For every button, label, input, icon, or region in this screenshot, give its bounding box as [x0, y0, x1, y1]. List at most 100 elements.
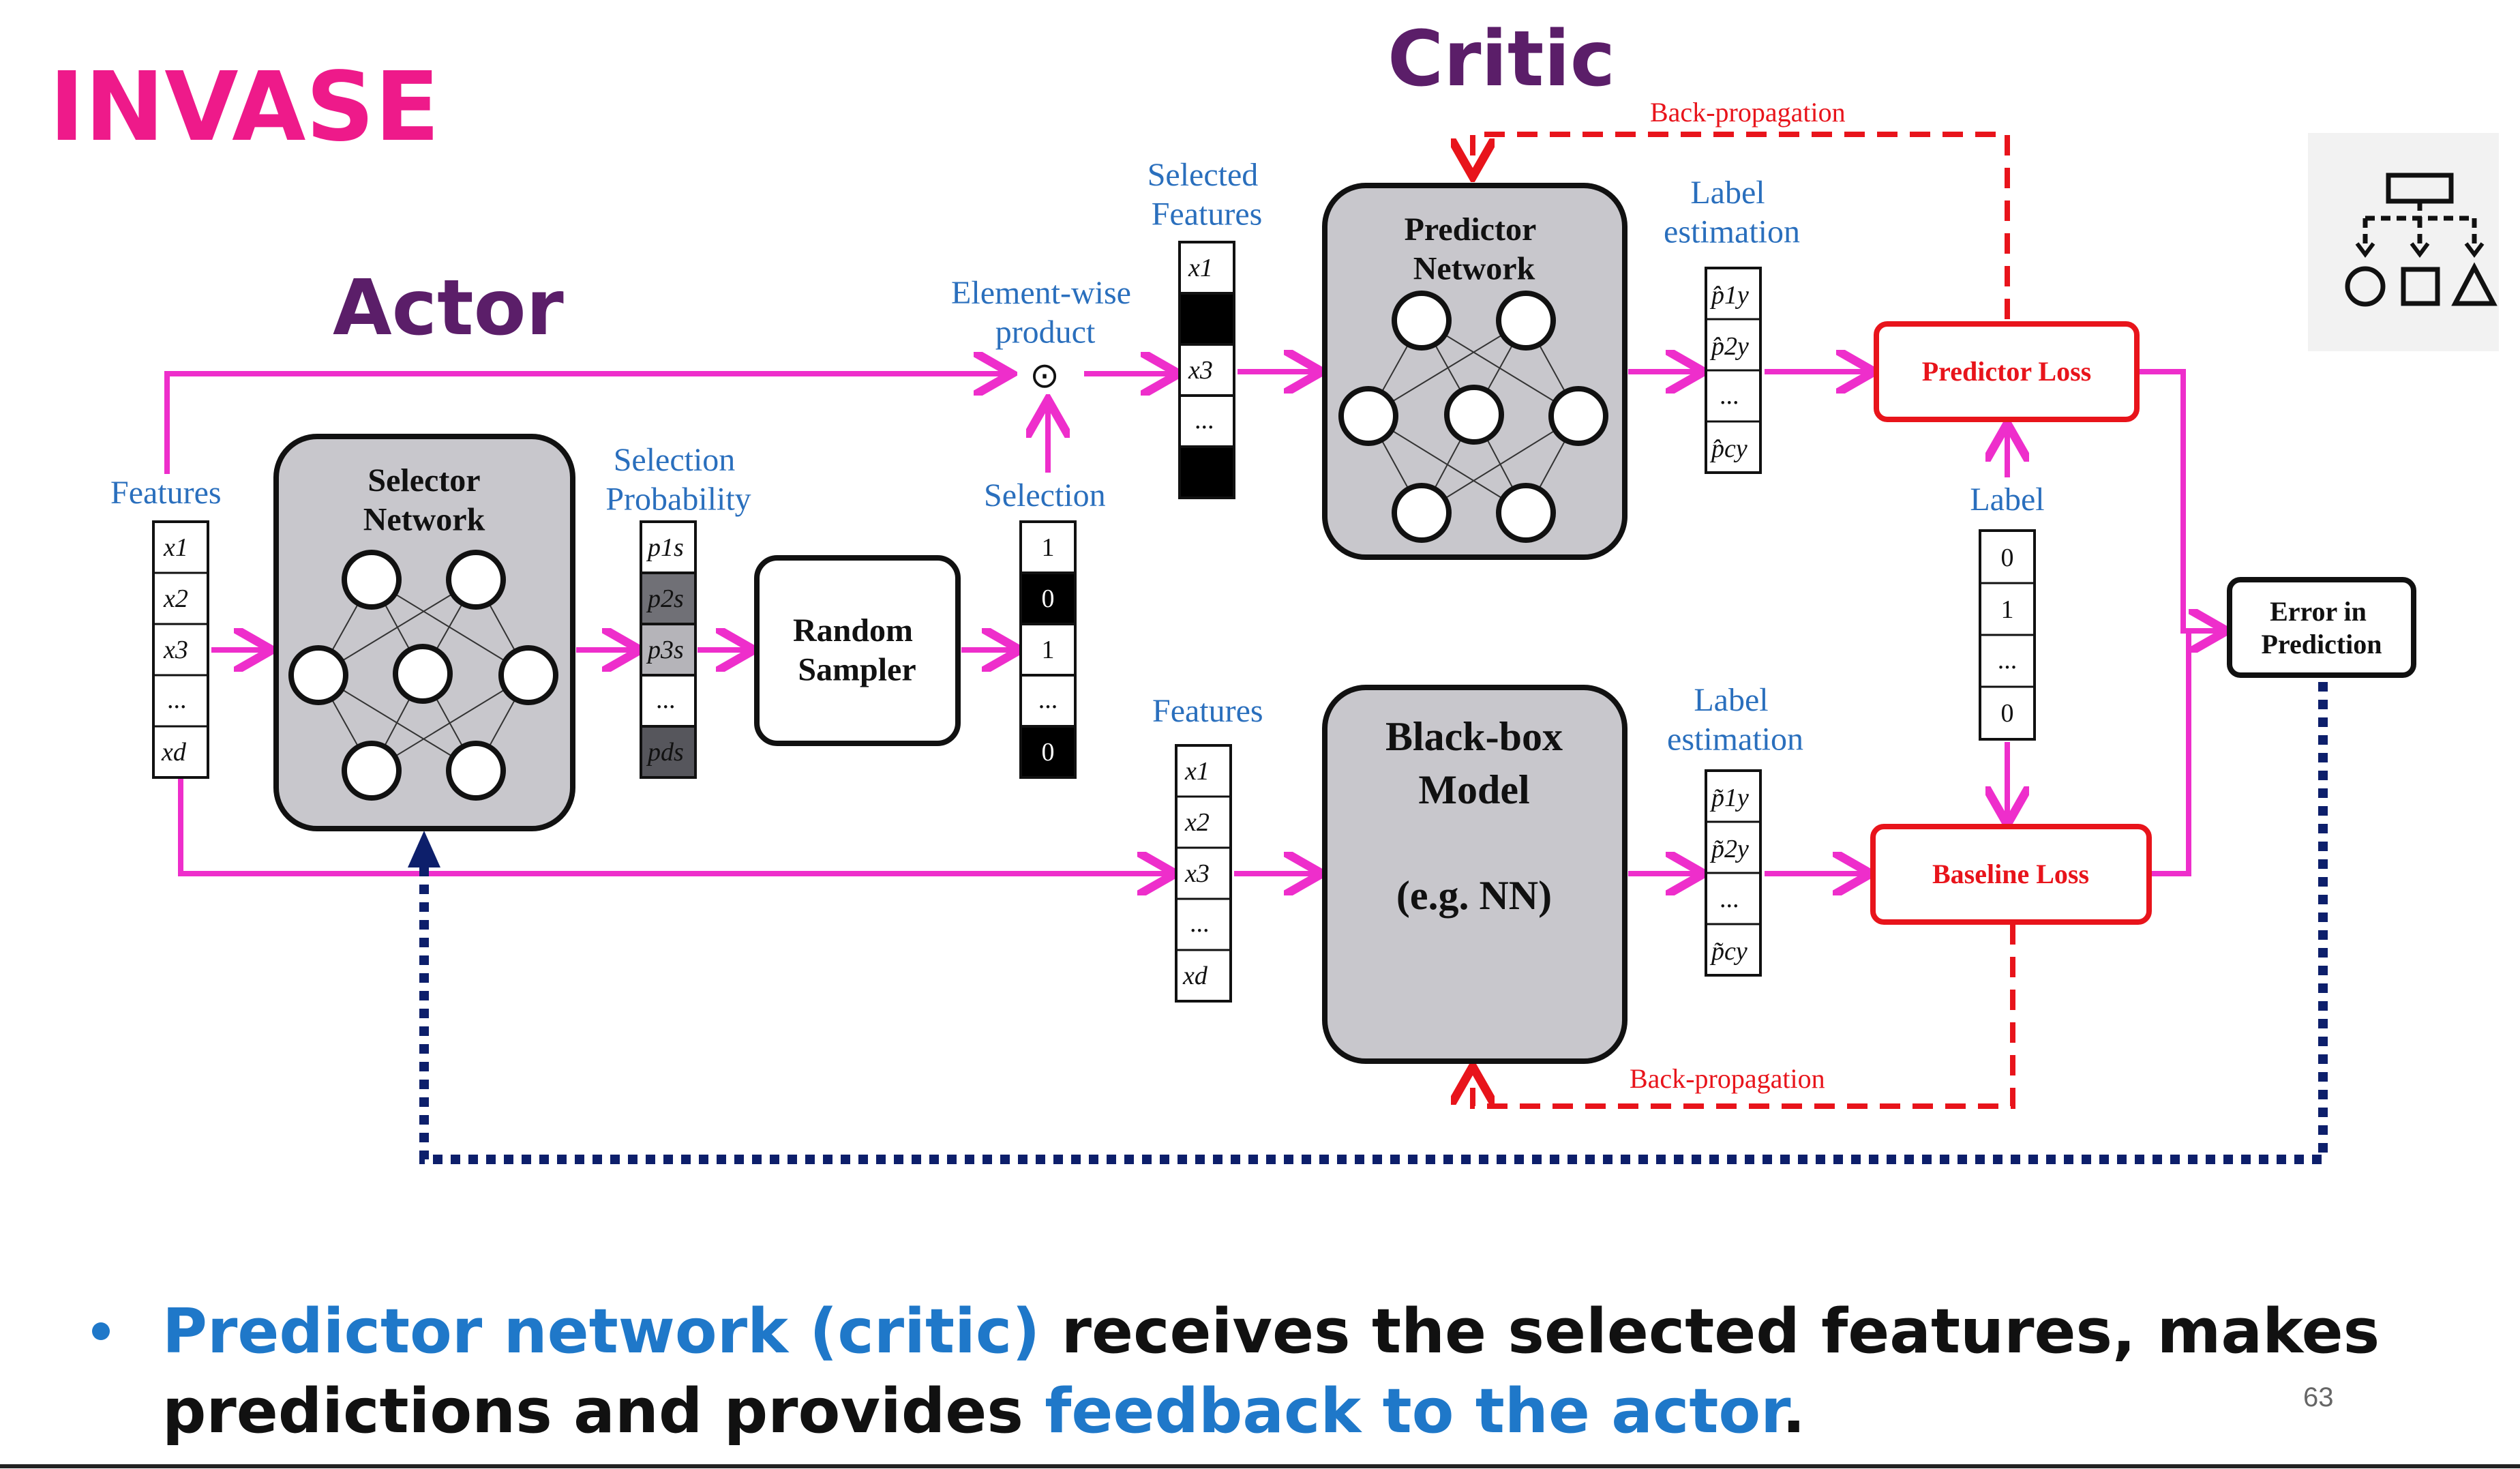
selection-label: Selection	[984, 477, 1106, 514]
selected-features-label: Selected Features	[1148, 157, 1267, 233]
bullet-blue-1: Predictor network (critic)	[162, 1296, 1040, 1367]
bullet-line-1: Predictor network (critic) receives the …	[162, 1296, 2380, 1367]
backprop-bottom-label: Back-propagation	[1630, 1063, 1825, 1094]
features-cell-2: ...	[1190, 909, 1210, 938]
label-label: Label	[1970, 481, 2044, 518]
features-cell: ...	[167, 685, 187, 714]
label-cell: ...	[1998, 646, 2017, 674]
selection-probability-label: Selection Probability	[605, 442, 751, 518]
actor-label: Actor	[333, 264, 564, 353]
label-estimation-text-2-line2: estimation	[1667, 722, 1803, 758]
blackbox-line3: (e.g. NN)	[1396, 873, 1552, 918]
features-vector: x1 x2 x3 ... xd	[152, 520, 209, 779]
label-estimation-label: Label estimation	[1664, 175, 1800, 250]
pred-est-cell: p̂1y	[1709, 281, 1749, 310]
features-cell: x1	[163, 533, 188, 562]
selection-cell: 1	[1042, 533, 1055, 562]
pred-est-cell: p̂2y	[1709, 332, 1749, 361]
feedback-arrow	[419, 682, 2328, 1164]
selection-cell: 1	[1042, 636, 1055, 664]
hierarchy-shapes-icon	[2308, 133, 2499, 351]
label-vector: 0 1 ... 0	[1979, 529, 2036, 741]
base-est-cell: p̃cy	[1709, 937, 1747, 966]
predictor-network: Predictor Network	[1322, 183, 1627, 560]
prob-cell: p2s	[646, 584, 684, 613]
random-sampler-text-line2: Sampler	[798, 652, 916, 688]
magenta-arrows	[164, 372, 2224, 874]
label-estimation-text: Label	[1690, 175, 1765, 211]
backprop-top-label: Back-propagation	[1650, 97, 1846, 128]
bullet-blue-2: feedback to the actor	[1045, 1376, 1791, 1447]
bullet-point: Predictor network (critic) receives the …	[92, 1296, 2380, 1447]
label-estimation-text-line2: estimation	[1664, 214, 1800, 250]
elementwise-symbol: ⊙	[1030, 357, 1060, 396]
predictor-network-text: Predictor	[1405, 211, 1536, 248]
critic-label: Critic	[1388, 15, 1615, 104]
blackbox-model: Black-box Model (e.g. NN)	[1322, 685, 1627, 1064]
elementwise-text: Element-wise	[951, 275, 1131, 311]
selected-cell: x3	[1188, 356, 1213, 385]
features-cell: x2	[163, 584, 188, 613]
feedback-arrowhead	[408, 831, 440, 867]
error-in-prediction-text: Error in	[2270, 596, 2367, 627]
selected-features-vector: x1 x3 ...	[1178, 241, 1235, 499]
error-in-prediction-label: Error in Prediction	[2261, 596, 2382, 659]
prob-cell: ...	[656, 685, 676, 714]
selected-cell: ...	[1195, 406, 1214, 434]
label-cell: 0	[2001, 544, 2014, 572]
selected-features-text: Selected	[1148, 157, 1259, 193]
selection-vector: 1 0 1 ... 0	[1019, 520, 1077, 779]
features-cell: xd	[161, 738, 187, 767]
features-cell: x3	[163, 636, 188, 664]
backprop-arrows	[1473, 132, 2015, 1109]
pred-est-cell: ...	[1720, 381, 1739, 410]
bullet-text-2: predictions and provides	[162, 1376, 1045, 1447]
probability-vector: p1s p2s p3s ... pds	[640, 520, 697, 779]
page-number: 63	[2303, 1382, 2334, 1412]
pred-estimate-vector: p̂1y p̂2y ... p̂cy	[1705, 267, 1762, 474]
bullet-line-2: predictions and provides feedback to the…	[162, 1376, 1805, 1447]
label-cell: 1	[2001, 595, 2014, 624]
prob-cell: p1s	[646, 533, 684, 562]
selection-cell: 0	[1042, 738, 1055, 767]
predictor-loss: Predictor Loss	[1874, 321, 2140, 422]
bullet-text-3: .	[1782, 1376, 1805, 1447]
features-cell-2: xd	[1182, 962, 1208, 990]
prob-cell: p3s	[646, 636, 684, 664]
features-cell-2: x3	[1184, 859, 1210, 888]
features-label-2: Features	[1152, 693, 1263, 729]
features-cell-2: x1	[1184, 757, 1210, 786]
blackbox-line1: Black-box	[1385, 714, 1563, 759]
bullet-dot	[92, 1322, 110, 1340]
elementwise-text-line2: product	[995, 314, 1096, 351]
selector-network-text-line2: Network	[363, 502, 485, 538]
predictor-loss-label: Predictor Loss	[1922, 356, 2092, 387]
base-est-cell: ...	[1720, 885, 1739, 913]
random-sampler-text: Random	[793, 612, 913, 649]
features-vector-2: x1 x2 x3 ... xd	[1175, 744, 1232, 1003]
selected-cell: x1	[1188, 254, 1213, 282]
slide-title: INVASE	[49, 52, 440, 163]
base-est-cell: p̃1y	[1709, 784, 1749, 812]
random-sampler: Random Sampler	[754, 555, 961, 746]
blackbox-line2: Model	[1418, 767, 1529, 812]
random-sampler-label: Random Sampler	[793, 612, 921, 688]
selection-cell: ...	[1038, 685, 1058, 714]
selection-probability-text-line2: Probability	[605, 481, 751, 518]
selection-cell: 0	[1042, 584, 1055, 613]
label-estimation-label-2: Label estimation	[1667, 682, 1803, 758]
error-in-prediction: Error in Prediction	[2227, 577, 2416, 678]
label-estimation-text-2: Label	[1694, 682, 1768, 718]
selected-features-text-line2: Features	[1152, 196, 1263, 233]
features-label: Features	[110, 475, 222, 511]
pred-est-cell: p̂cy	[1709, 434, 1747, 463]
predictor-network-text-line2: Network	[1413, 251, 1535, 287]
base-estimate-vector: p̃1y p̃2y ... p̃cy	[1705, 769, 1762, 977]
error-in-prediction-text-line2: Prediction	[2261, 629, 2382, 659]
elementwise-label: Element-wise product	[951, 275, 1139, 351]
base-est-cell: p̃2y	[1709, 835, 1749, 863]
label-cell: 0	[2001, 699, 2014, 728]
